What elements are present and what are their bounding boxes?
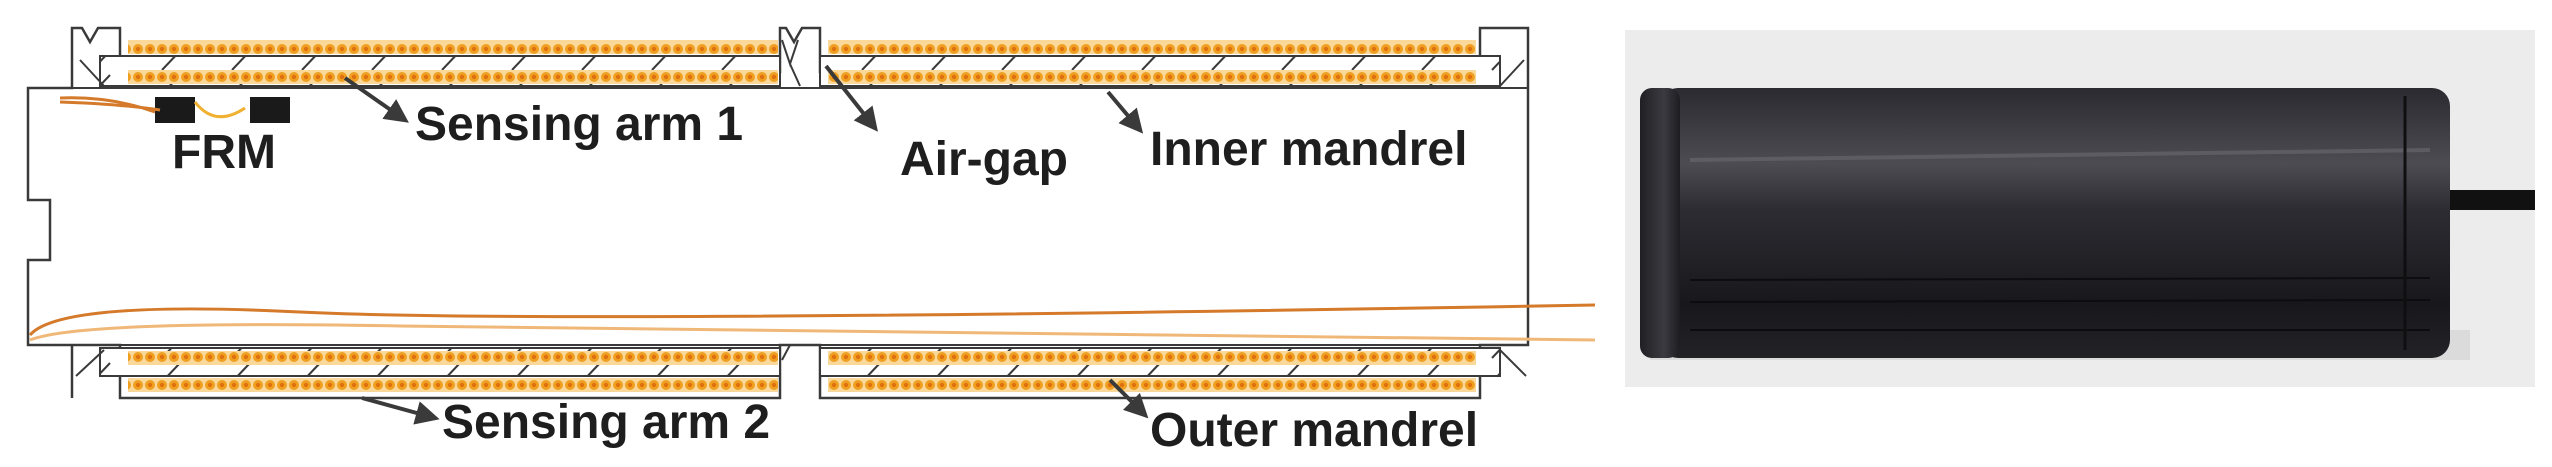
coil-inner-top-right bbox=[828, 70, 1476, 84]
arrow-outer-mandrel bbox=[1108, 378, 1149, 419]
coil-outer-top-left bbox=[128, 40, 778, 54]
cross-section-diagram: FRM Sensing arm 1 Air-gap Inner mandrel … bbox=[26, 26, 1596, 457]
air-gap-notch-top bbox=[781, 39, 801, 87]
frm-block-right bbox=[250, 97, 290, 123]
cylinder-groove-1 bbox=[1689, 277, 2431, 281]
fiber-lead-frm-dark bbox=[59, 96, 161, 114]
chamfer-top-right bbox=[1499, 59, 1525, 87]
coil-inner-bottom-right bbox=[828, 351, 1476, 365]
label-inner-mandrel: Inner mandrel bbox=[1150, 123, 1467, 176]
label-frm: FRM bbox=[172, 126, 276, 179]
label-sensing-arm-2: Sensing arm 2 bbox=[442, 396, 770, 449]
air-gap-notch-bottom bbox=[781, 344, 791, 361]
coil-inner-bottom-left bbox=[128, 351, 778, 365]
cylinder-end-cap bbox=[1640, 88, 1680, 358]
fiber-lead-exit-light bbox=[29, 323, 1596, 342]
arrow-sensing-arm-1 bbox=[343, 76, 409, 123]
cylinder-groove-2 bbox=[1689, 299, 2431, 303]
coil-outer-bottom-left bbox=[128, 378, 778, 392]
coil-outer-top-right bbox=[828, 40, 1476, 54]
label-air-gap: Air-gap bbox=[900, 133, 1068, 186]
coil-inner-top-left bbox=[128, 70, 778, 84]
sensor-cable-icon bbox=[2440, 190, 2535, 210]
fiber-lead-frm-loop bbox=[193, 101, 246, 119]
sensor-photo bbox=[1625, 30, 2535, 387]
coil-outer-bottom-right bbox=[828, 378, 1476, 392]
black-cylinder-sensor-photo bbox=[1660, 88, 2450, 358]
frm-block-left bbox=[155, 97, 195, 123]
cylinder-highlight bbox=[1689, 148, 2431, 162]
label-sensing-arm-1: Sensing arm 1 bbox=[415, 98, 743, 151]
chamfer-bottom-right bbox=[1499, 349, 1527, 377]
label-outer-mandrel: Outer mandrel bbox=[1150, 404, 1478, 457]
fiber-lead-exit-dark bbox=[28, 303, 1596, 337]
arrow-air-gap bbox=[824, 64, 878, 132]
arrow-sensing-arm-2 bbox=[361, 396, 440, 425]
chamfer-bottom-left bbox=[75, 349, 105, 377]
chamfer-top-left bbox=[79, 59, 105, 87]
arrow-inner-mandrel bbox=[1106, 90, 1144, 134]
